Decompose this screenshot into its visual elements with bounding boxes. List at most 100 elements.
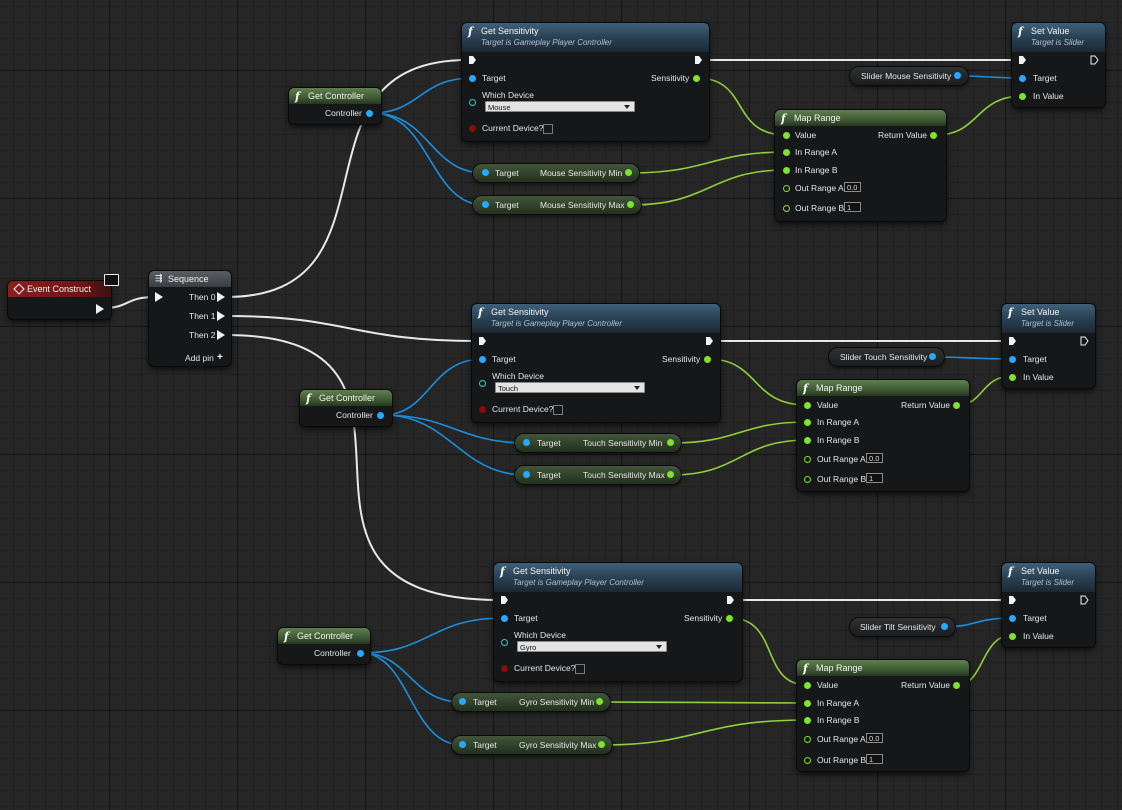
target-input-pin[interactable] [459, 698, 466, 705]
exec-out-pin[interactable] [705, 336, 714, 346]
target-pin[interactable] [479, 356, 486, 363]
get-controller-node-2[interactable]: f Get Controller Controller [300, 390, 392, 426]
variable-output-pin[interactable] [596, 698, 603, 705]
then-0-pin[interactable] [217, 292, 225, 302]
out-range-b-pin[interactable] [804, 757, 811, 764]
min-variable-getter-1[interactable]: Target Mouse Sensitivity Min [473, 164, 639, 182]
exec-in-pin[interactable] [500, 595, 509, 605]
out-range-b-pin[interactable] [783, 205, 790, 212]
exec-in-pin[interactable] [1018, 55, 1027, 65]
variable-output-pin[interactable] [667, 471, 674, 478]
exec-out-pin[interactable] [96, 304, 104, 314]
get-controller-node-3[interactable]: f Get Controller Controller [278, 628, 370, 664]
variable-output-pin[interactable] [598, 741, 605, 748]
variable-output-pin[interactable] [941, 623, 948, 630]
exec-in-pin[interactable] [155, 292, 163, 302]
return-value-pin[interactable] [930, 132, 937, 139]
which-device-dropdown[interactable]: Gyro [517, 641, 667, 652]
get-sensitivity-node-2[interactable]: f Get Sensitivity Target is Gameplay Pla… [472, 304, 720, 422]
sensitivity-pin[interactable] [704, 356, 711, 363]
add-pin-label[interactable]: Add pin [185, 353, 214, 363]
exec-in-pin[interactable] [478, 336, 487, 346]
then-2-pin[interactable] [217, 330, 225, 340]
value-pin[interactable] [804, 402, 811, 409]
controller-pin[interactable] [377, 412, 384, 419]
which-device-pin[interactable] [501, 639, 508, 646]
out-range-a-pin[interactable] [804, 736, 811, 743]
out-range-a-pin[interactable] [804, 456, 811, 463]
sensitivity-pin[interactable] [693, 75, 700, 82]
event-construct-node[interactable]: Event Construct [8, 281, 111, 319]
value-pin[interactable] [804, 682, 811, 689]
target-pin[interactable] [501, 615, 508, 622]
get-sensitivity-node-1[interactable]: f Get Sensitivity Target is Gameplay Pla… [462, 23, 709, 141]
in-range-a-pin[interactable] [804, 419, 811, 426]
target-pin[interactable] [1009, 356, 1016, 363]
target-input-pin[interactable] [482, 201, 489, 208]
current-device-checkbox[interactable] [553, 405, 563, 415]
return-value-pin[interactable] [953, 682, 960, 689]
target-input-pin[interactable] [459, 741, 466, 748]
variable-output-pin[interactable] [929, 353, 936, 360]
set-value-node-3[interactable]: f Set Value Target is Slider Target In V… [1002, 563, 1095, 647]
out-range-b-input[interactable]: 1 [866, 473, 883, 483]
exec-in-pin[interactable] [468, 55, 477, 65]
current-device-checkbox[interactable] [543, 124, 553, 134]
target-pin[interactable] [1019, 75, 1026, 82]
out-range-b-input[interactable]: 1 [866, 754, 883, 764]
target-input-pin[interactable] [482, 169, 489, 176]
exec-out-pin[interactable] [694, 55, 703, 65]
current-device-pin[interactable] [479, 406, 486, 413]
get-sensitivity-node-3[interactable]: f Get Sensitivity Target is Gameplay Pla… [494, 563, 742, 681]
which-device-dropdown[interactable]: Mouse [485, 101, 635, 112]
slider-variable-getter-3[interactable]: Slider Tilt Sensitivity [850, 618, 955, 636]
which-device-dropdown[interactable]: Touch [495, 382, 645, 393]
variable-output-pin[interactable] [954, 72, 961, 79]
target-input-pin[interactable] [523, 471, 530, 478]
exec-out-pin[interactable] [1080, 595, 1089, 605]
out-range-a-input[interactable]: 0.0 [866, 733, 883, 743]
variable-output-pin[interactable] [667, 439, 674, 446]
min-variable-getter-3[interactable]: Target Gyro Sensitivity Min [452, 693, 610, 711]
map-range-node-3[interactable]: f Map Range Value Return Value In Range … [797, 660, 969, 771]
max-variable-getter-1[interactable]: Target Mouse Sensitivity Max [473, 196, 641, 214]
max-variable-getter-2[interactable]: Target Touch Sensitivity Max [515, 466, 681, 484]
in-value-pin[interactable] [1009, 633, 1016, 640]
exec-out-pin[interactable] [726, 595, 735, 605]
max-variable-getter-3[interactable]: Target Gyro Sensitivity Max [452, 736, 612, 754]
exec-in-pin[interactable] [1008, 336, 1017, 346]
exec-out-pin[interactable] [1090, 55, 1099, 65]
return-value-pin[interactable] [953, 402, 960, 409]
exec-out-pin[interactable] [1080, 336, 1089, 346]
out-range-a-input[interactable]: 0.0 [844, 182, 861, 192]
current-device-pin[interactable] [501, 665, 508, 672]
slider-variable-getter-1[interactable]: Slider Mouse Sensitivity [850, 67, 968, 85]
controller-pin[interactable] [357, 650, 364, 657]
in-range-a-pin[interactable] [783, 149, 790, 156]
sequence-node[interactable]: ⇶ Sequence Then 0 Then 1 Then 2 Add pin … [149, 271, 231, 366]
set-value-node-1[interactable]: f Set Value Target is Slider Target In V… [1012, 23, 1105, 107]
in-range-a-pin[interactable] [804, 700, 811, 707]
variable-output-pin[interactable] [625, 169, 632, 176]
value-pin[interactable] [783, 132, 790, 139]
set-value-node-2[interactable]: f Set Value Target is Slider Target In V… [1002, 304, 1095, 388]
variable-output-pin[interactable] [627, 201, 634, 208]
exec-in-pin[interactable] [1008, 595, 1017, 605]
then-1-pin[interactable] [217, 311, 225, 321]
map-range-node-2[interactable]: f Map Range Value Return Value In Range … [797, 380, 969, 491]
min-variable-getter-2[interactable]: Target Touch Sensitivity Min [515, 434, 681, 452]
in-value-pin[interactable] [1009, 374, 1016, 381]
controller-pin[interactable] [366, 110, 373, 117]
current-device-pin[interactable] [469, 125, 476, 132]
slider-variable-getter-2[interactable]: Slider Touch Sensitivity [829, 348, 944, 366]
current-device-checkbox[interactable] [575, 664, 585, 674]
which-device-pin[interactable] [479, 380, 486, 387]
target-pin[interactable] [469, 75, 476, 82]
in-range-b-pin[interactable] [804, 717, 811, 724]
map-range-node-1[interactable]: f Map Range Value Return Value In Range … [775, 110, 946, 221]
out-range-a-input[interactable]: 0.0 [866, 453, 883, 463]
which-device-pin[interactable] [469, 99, 476, 106]
in-value-pin[interactable] [1019, 93, 1026, 100]
in-range-b-pin[interactable] [804, 437, 811, 444]
